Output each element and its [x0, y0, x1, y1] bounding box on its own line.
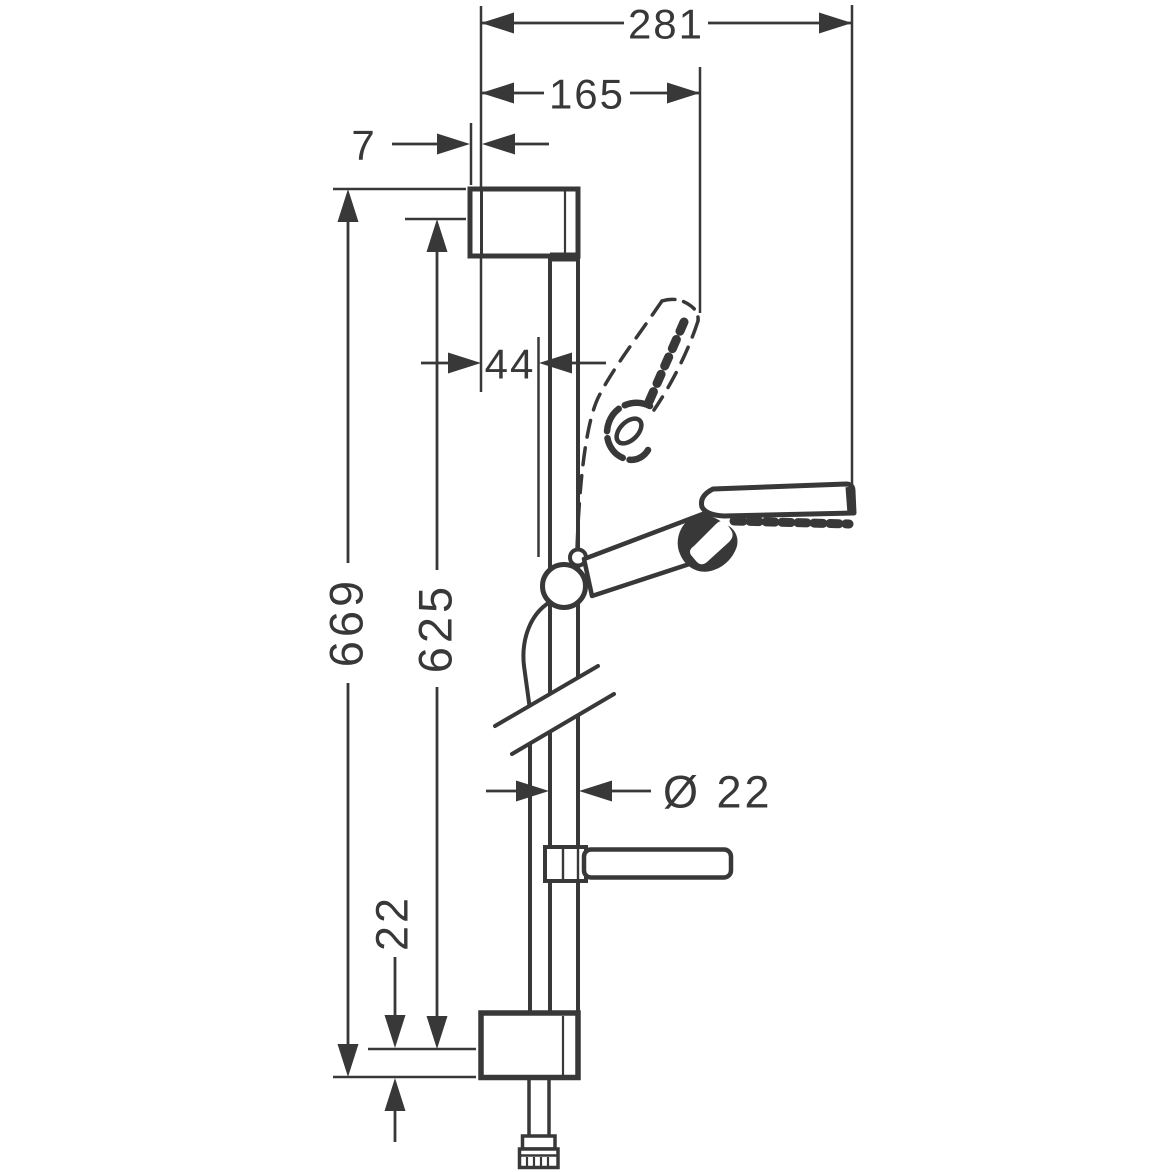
dim-label-669: 669 — [320, 577, 373, 667]
dim-label-165: 165 — [549, 71, 625, 118]
dim-wall-plate-depth: 7 — [351, 122, 549, 169]
dim-label-dia22: Ø 22 — [663, 767, 773, 818]
dim-stowed-projection: 165 — [481, 71, 700, 118]
dim-total-projection: 281 — [481, 1, 852, 48]
shower-hose — [521, 600, 552, 1013]
dim-holder-reach: 44 — [421, 341, 606, 388]
soap-dish — [543, 845, 734, 883]
bottom-wall-bracket — [478, 1010, 581, 1081]
top-wall-bracket — [467, 186, 581, 262]
dim-lower-fixing-offset: 22 — [367, 895, 418, 1142]
dim-fixing-centres: 625 — [409, 219, 462, 1049]
hand-shower-head — [677, 481, 857, 572]
hand-shower-stowed-dashed — [575, 297, 700, 551]
dim-label-22: 22 — [367, 895, 418, 951]
extension-lines — [333, 5, 854, 1079]
dim-label-281: 281 — [628, 1, 704, 48]
shower-rail — [548, 258, 580, 1013]
dim-overall-height: 669 — [320, 189, 373, 1077]
hose-cone-slot — [690, 521, 733, 565]
dim-rail-diameter: Ø 22 — [486, 767, 773, 818]
hose-connector-nut — [517, 1080, 560, 1170]
rail-break-symbol — [493, 664, 616, 756]
dim-label-625: 625 — [409, 583, 462, 673]
bracket-rail-step — [550, 252, 580, 262]
dim-label-7: 7 — [351, 122, 376, 169]
dim-label-44: 44 — [485, 341, 536, 388]
slider-knob — [540, 547, 588, 610]
head-end-face — [845, 486, 855, 515]
spray-nozzles — [729, 516, 854, 529]
